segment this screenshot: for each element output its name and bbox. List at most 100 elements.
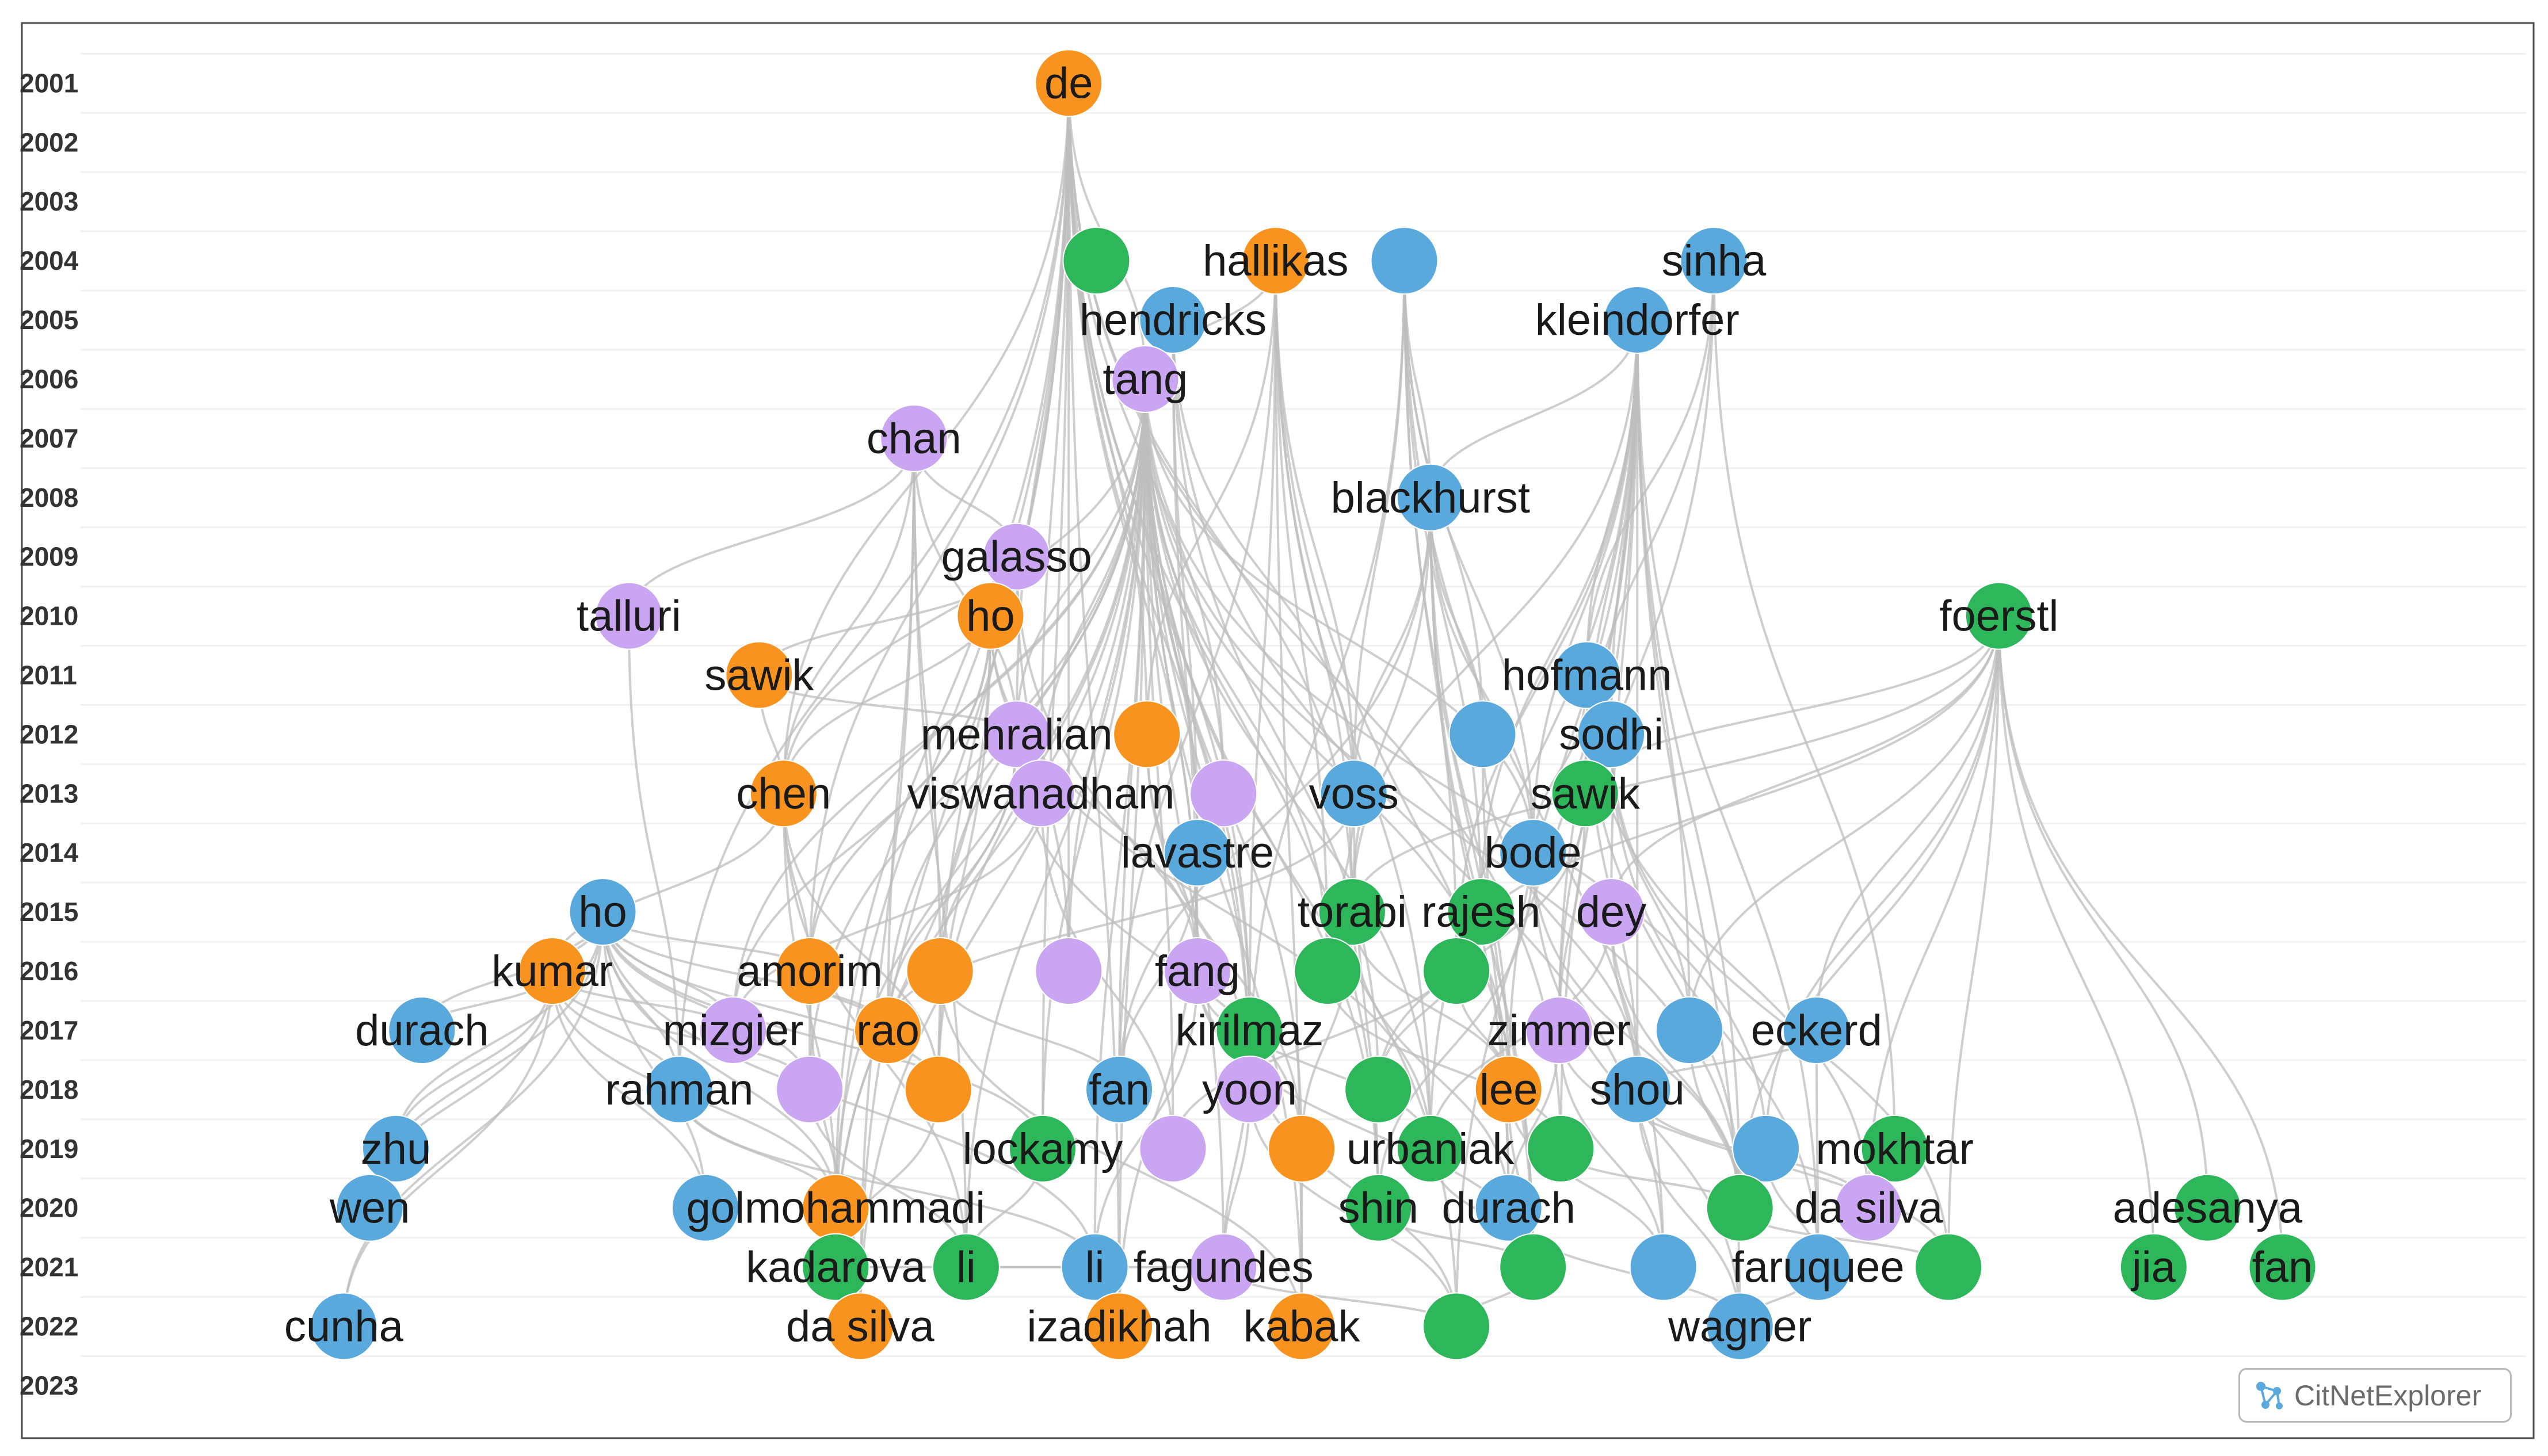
publication-node[interactable] (1914, 1233, 1983, 1301)
node-circle[interactable] (2173, 1174, 2242, 1242)
publication-node[interactable] (1629, 1233, 1698, 1301)
publication-node[interactable]: foerstl (1939, 582, 2058, 650)
publication-node[interactable]: blackhurst (1331, 463, 1530, 532)
node-circle[interactable] (1319, 759, 1388, 828)
publication-node[interactable] (1422, 1292, 1491, 1361)
publication-node[interactable]: torabi (1298, 878, 1407, 946)
node-circle[interactable] (1732, 1114, 1801, 1183)
node-circle[interactable] (1603, 286, 1672, 354)
node-circle[interactable] (1680, 227, 1748, 295)
publication-node[interactable] (1422, 937, 1491, 1006)
node-circle[interactable] (1499, 1233, 1567, 1301)
node-circle[interactable] (1035, 937, 1103, 1006)
publication-node[interactable]: rao (854, 996, 922, 1064)
publication-node[interactable]: hofmann (1502, 641, 1672, 709)
node-circle[interactable] (1008, 1114, 1077, 1183)
node-circle[interactable] (1007, 759, 1075, 828)
node-circle[interactable] (645, 1055, 714, 1123)
node-circle[interactable] (1139, 1114, 1207, 1183)
node-circle[interactable] (1318, 878, 1386, 946)
publication-node[interactable]: chen (736, 759, 831, 828)
publication-node[interactable]: urbaniak (1347, 1114, 1515, 1183)
publication-node[interactable]: li (932, 1233, 1000, 1301)
node-circle[interactable] (1344, 1055, 1413, 1123)
node-circle[interactable] (1062, 227, 1131, 295)
node-circle[interactable] (1370, 227, 1439, 295)
publication-node[interactable]: fagundes (1134, 1233, 1314, 1301)
publication-node[interactable] (776, 1055, 844, 1123)
publication-node[interactable]: kabak (1244, 1292, 1361, 1361)
node-circle[interactable] (1189, 1233, 1258, 1301)
publication-node[interactable]: kleindorfer (1535, 286, 1740, 354)
node-circle[interactable] (1061, 1233, 1129, 1301)
node-circle[interactable] (1268, 1114, 1336, 1183)
node-circle[interactable] (1163, 937, 1231, 1006)
publication-node[interactable] (1268, 1114, 1336, 1183)
publication-node[interactable]: lee (1474, 1055, 1543, 1123)
node-circle[interactable] (1655, 996, 1723, 1064)
publication-node[interactable]: adesanya (2112, 1174, 2303, 1242)
node-circle[interactable] (1551, 759, 1619, 828)
node-circle[interactable] (1914, 1233, 1983, 1301)
publication-node[interactable]: zimmer (1487, 996, 1631, 1064)
publication-node[interactable]: golmohammadi (686, 1174, 986, 1242)
node-circle[interactable] (1396, 1114, 1464, 1183)
publication-node[interactable]: lockamy (963, 1114, 1123, 1183)
node-circle[interactable] (802, 1233, 870, 1301)
node-circle[interactable] (1784, 1233, 1852, 1301)
publication-node[interactable]: sodhi (1559, 700, 1664, 769)
node-circle[interactable] (1085, 1055, 1154, 1123)
node-circle[interactable] (1527, 1114, 1595, 1183)
publication-node[interactable]: tang (1103, 345, 1188, 413)
node-circle[interactable] (2119, 1233, 2188, 1301)
publication-node[interactable]: kadarova (746, 1233, 926, 1301)
publication-node[interactable]: mehralian (921, 700, 1113, 769)
publication-node[interactable] (1655, 996, 1723, 1064)
publication-node[interactable]: galasso (941, 522, 1092, 591)
node-circle[interactable] (1499, 819, 1567, 887)
node-circle[interactable] (310, 1292, 378, 1361)
publication-node[interactable]: da silva (786, 1292, 934, 1361)
node-circle[interactable] (1577, 878, 1646, 946)
node-circle[interactable] (671, 1174, 739, 1242)
node-circle[interactable] (699, 996, 768, 1064)
publication-node[interactable]: hallikas (1203, 227, 1349, 295)
node-circle[interactable] (2248, 1233, 2317, 1301)
node-circle[interactable] (982, 522, 1051, 591)
publication-node[interactable] (1062, 227, 1131, 295)
node-circle[interactable] (1782, 996, 1851, 1064)
node-circle[interactable] (1706, 1174, 1774, 1242)
node-circle[interactable] (1834, 1174, 1903, 1242)
publication-node[interactable] (904, 1055, 972, 1123)
publication-node[interactable]: chan (867, 404, 962, 472)
node-circle[interactable] (518, 937, 586, 1006)
publication-node[interactable] (1527, 1114, 1595, 1183)
node-circle[interactable] (1085, 1292, 1154, 1361)
node-circle[interactable] (725, 641, 794, 709)
publication-node[interactable]: faruquee (1732, 1233, 1905, 1301)
node-circle[interactable] (1422, 1292, 1491, 1361)
node-circle[interactable] (1525, 996, 1593, 1064)
node-circle[interactable] (956, 582, 1025, 650)
publication-node[interactable] (671, 1174, 739, 1242)
node-circle[interactable] (1294, 937, 1362, 1006)
publication-node[interactable] (1732, 1114, 1801, 1183)
node-circle[interactable] (1344, 1174, 1413, 1242)
publication-node[interactable] (1139, 1114, 1207, 1183)
node-circle[interactable] (1448, 700, 1517, 769)
node-circle[interactable] (1113, 700, 1181, 769)
publication-node[interactable]: rajesh (1421, 878, 1540, 946)
publication-node[interactable]: talluri (577, 582, 681, 650)
node-circle[interactable] (1553, 641, 1621, 709)
node-circle[interactable] (982, 700, 1051, 769)
publication-node[interactable]: fang (1155, 937, 1240, 1006)
publication-node[interactable]: bode (1485, 819, 1582, 887)
publication-node[interactable]: wagner (1668, 1292, 1811, 1361)
publication-node[interactable]: shin (1338, 1174, 1418, 1242)
publication-node[interactable] (1448, 700, 1517, 769)
node-circle[interactable] (1706, 1292, 1774, 1361)
publication-node[interactable]: hendricks (1080, 286, 1267, 354)
publication-node[interactable] (1189, 759, 1258, 828)
publication-node[interactable]: zhu (361, 1114, 432, 1183)
node-circle[interactable] (880, 404, 948, 472)
